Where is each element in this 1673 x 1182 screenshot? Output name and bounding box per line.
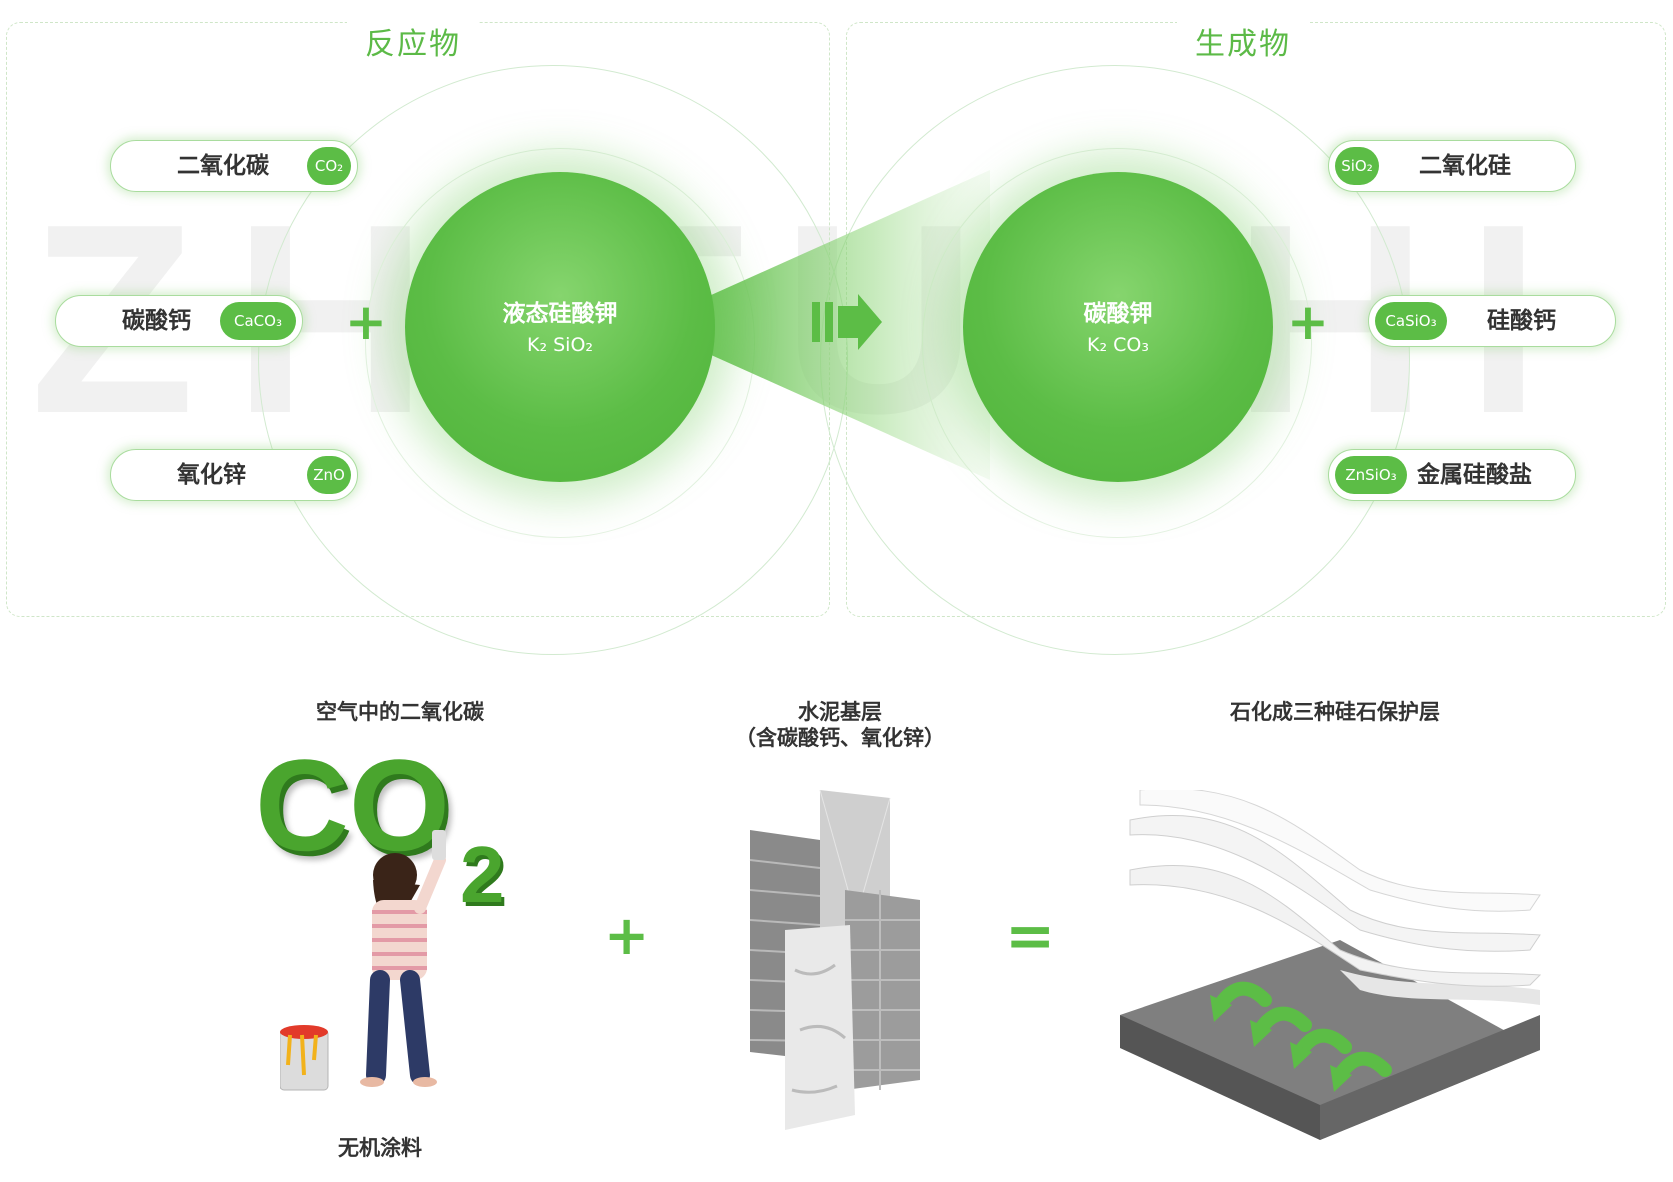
product-formula-badge: ZnSiO₃ (1335, 456, 1407, 494)
step2-caption-line2: （含碳酸钙、氧化锌） (735, 726, 945, 750)
product-item-sio2: SiO₂ 二氧化硅 (1328, 140, 1576, 192)
reactant-item-co2: 二氧化碳 CO₂ (110, 140, 358, 192)
product-item-label: 硅酸钙 (1487, 308, 1556, 334)
co2-subscript: 2 (460, 830, 505, 919)
reactants-title: 反应物 (347, 19, 479, 63)
step1-caption: 空气中的二氧化碳 (316, 700, 484, 724)
reactant-formula-badge: CO₂ (307, 147, 351, 185)
reactant-item-caco3: 碳酸钙 CaCO₃ (55, 295, 303, 347)
step1-bottom-caption: 无机涂料 (338, 1136, 422, 1160)
cement-layers-illustration (749, 790, 920, 1130)
product-formula-badge: SiO₂ (1335, 147, 1379, 185)
reactant-plus-icon: + (345, 293, 387, 351)
co2-illustration: CO 2 (250, 740, 550, 1110)
reactants-panel: 反应物 (6, 19, 830, 617)
product-item-casio3: CaSiO₃ 硅酸钙 (1368, 295, 1616, 347)
product-formula-badge: CaSiO₃ (1375, 302, 1447, 340)
reaction-arrow-icon (812, 294, 882, 350)
painter-girl-figure (280, 830, 446, 1091)
product-item-label: 金属硅酸盐 (1417, 462, 1532, 488)
reactant-main-circle: 液态硅酸钾 K₂ SiO₂ (405, 172, 715, 482)
co2-letters: CO (255, 732, 450, 878)
product-main-circle: 碳酸钾 K₂ CO₃ (963, 172, 1273, 482)
reactant-formula-badge: CaCO₃ (220, 302, 296, 340)
products-title: 生成物 (1177, 19, 1309, 63)
product-item-znsio3: ZnSiO₃ 金属硅酸盐 (1328, 449, 1576, 501)
process-plus-icon: + (604, 904, 650, 967)
process-equals-icon: = (1005, 901, 1056, 971)
reactant-item-zno: 氧化锌 ZnO (110, 449, 358, 501)
reactant-item-label: 二氧化碳 (177, 153, 269, 179)
reactant-formula-badge: ZnO (307, 456, 351, 494)
product-main-name: 碳酸钾 (1083, 301, 1153, 327)
reactant-main-name: 液态硅酸钾 (502, 301, 618, 327)
silica-layers-illustration (1120, 790, 1542, 1140)
product-item-label: 二氧化硅 (1419, 153, 1511, 179)
product-plus-icon: + (1287, 293, 1329, 351)
reactant-main-formula: K₂ SiO₂ (526, 334, 594, 356)
step2-caption-line1: 水泥基层 (798, 700, 882, 724)
step3-caption: 石化成三种硅石保护层 (1230, 700, 1440, 724)
reactant-item-label: 氧化锌 (177, 462, 246, 488)
reactant-item-label: 碳酸钙 (122, 308, 191, 334)
product-main-formula: K₂ CO₃ (1087, 334, 1149, 356)
